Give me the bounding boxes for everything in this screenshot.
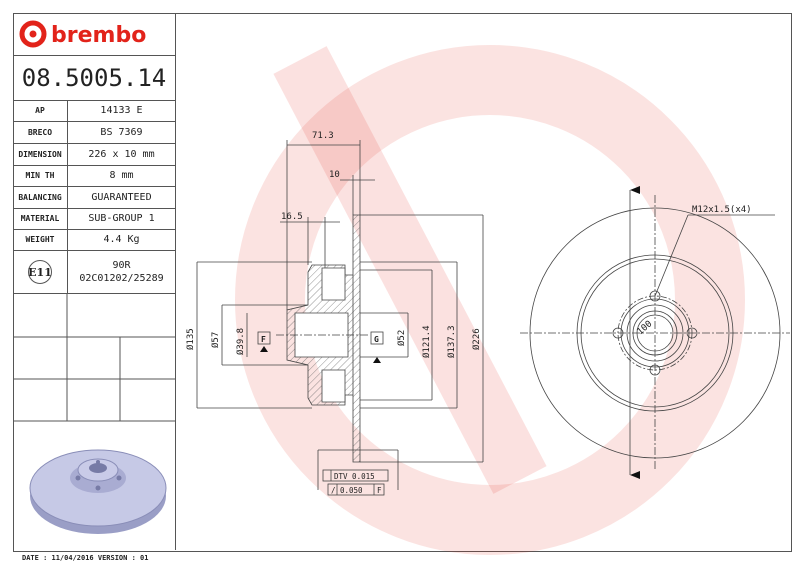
spec-label: BRECO [13,122,68,143]
spec-label: MIN TH [13,165,68,186]
spec-table: brembo 08.5005.14 AP 14133 E BRECO BS 7369… [13,13,176,550]
dim-d57: Ø57 [210,332,221,348]
runout-tolerance: 0.050 [340,486,363,495]
spec-value: 4.4 Kg [103,234,140,245]
svg-text:/: / [331,486,336,495]
approval-row: E11 90R 02C01202/25289 [13,251,175,294]
dim-d121: Ø121.4 [421,325,432,358]
runout-datum: F [377,486,382,495]
brembo-logo-icon: brembo [19,20,146,48]
spec-label: DIMENSION [13,144,68,165]
dim-hub-offset: 16.5 [281,212,303,222]
spec-row: MATERIAL SUB-GROUP 1 [13,208,175,230]
dim-overall-width: 71.3 [312,131,334,141]
spec-row: WEIGHT 4.4 Kg [13,229,175,251]
dim-d135: Ø135 [185,328,196,350]
spec-value: SUB-GROUP 1 [88,213,155,224]
approval-line-1: 90R [112,260,131,271]
dim-d39: Ø39.8 [235,328,246,355]
spec-row: BRECO BS 7369 [13,122,175,144]
spec-value: GUARANTEED [91,192,152,203]
datum-f: F [261,335,266,344]
pcd-dimension: 100 [636,319,655,337]
approval-line-2: 02C01202/25289 [79,273,164,284]
section-view [196,140,484,496]
spec-value: 226 x 10 mm [88,149,155,160]
datum-g: G [374,335,379,344]
spec-label: BALANCING [13,187,68,208]
empty-cells [13,293,175,422]
dim-d137: Ø137.3 [446,325,457,358]
spec-row: BALANCING GUARANTEED [13,187,175,209]
bolt-thread-spec: M12x1.5(x4) [692,205,752,215]
drawing-frame [13,13,792,552]
spec-value: 14133 E [100,105,143,116]
disc-3d-render [29,449,167,534]
spec-label: MATERIAL [13,208,68,229]
spec-row: AP 14133 E [13,100,175,122]
part-number: 08.5005.14 [13,55,175,101]
dtv-tolerance: DTV 0.015 [334,472,375,481]
spec-row: MIN TH 8 mm [13,165,175,187]
dim-d52: Ø52 [396,330,407,346]
spec-label: WEIGHT [13,229,68,250]
spec-label: AP [13,100,68,121]
spec-value: 8 mm [109,170,134,181]
dim-d226: Ø226 [471,328,482,350]
dim-thickness: 10 [329,170,340,180]
e11-approval-mark: E11 [28,260,52,284]
front-view [520,190,790,475]
footer-date-version: DATE : 11/04/2016 VERSION : 01 [22,554,149,562]
brand-name: brembo [51,23,146,48]
brand-logo: brembo [13,13,175,56]
spec-value: BS 7369 [100,127,143,138]
spec-row: DIMENSION 226 x 10 mm [13,144,175,166]
